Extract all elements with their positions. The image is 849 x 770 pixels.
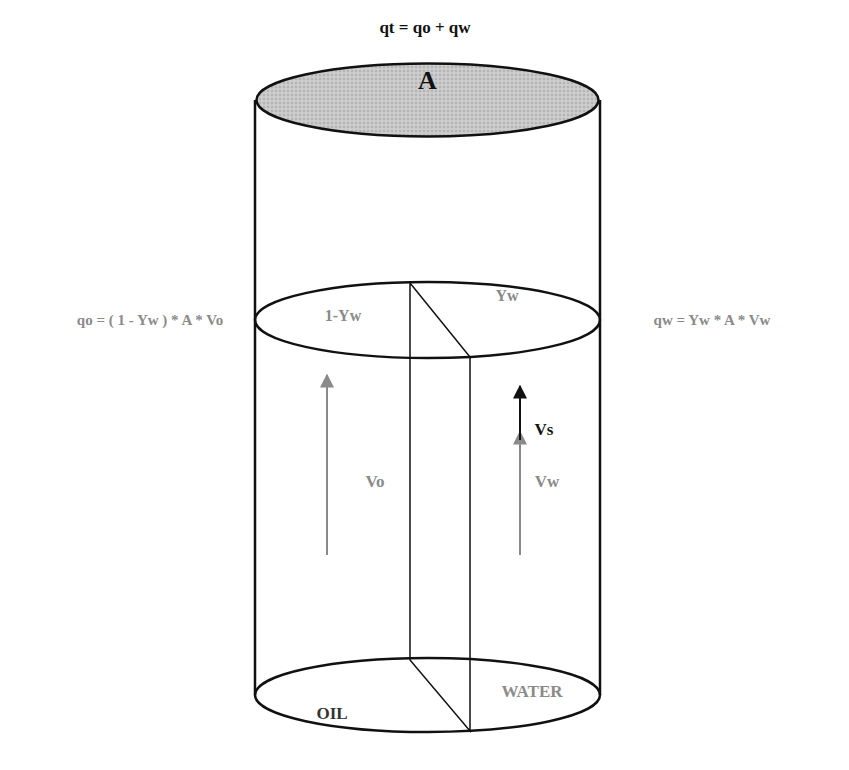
slip-velocity: Vs bbox=[535, 420, 554, 440]
water-velocity-arrow bbox=[519, 432, 521, 555]
area-symbol: A bbox=[418, 66, 437, 96]
oil-rate-formula: qo = ( 1 - Yw ) * A * Vo bbox=[77, 312, 223, 329]
oil-velocity-arrow bbox=[326, 375, 328, 555]
cylinder-wall bbox=[599, 100, 602, 695]
oil-holdup: 1-Yw bbox=[325, 307, 361, 325]
oil-phase: OIL bbox=[316, 704, 347, 724]
ellipse-shape bbox=[257, 64, 599, 137]
water-holdup: Yw bbox=[495, 287, 518, 305]
slip-velocity-arrow bbox=[519, 386, 521, 440]
water-phase: WATER bbox=[501, 682, 562, 702]
water-velocity: Vw bbox=[535, 472, 560, 492]
oil-velocity: Vo bbox=[365, 472, 384, 492]
area-ellipse: A bbox=[255, 62, 600, 138]
water-rate-formula: qw = Yw * A * Vw bbox=[654, 312, 771, 329]
cylinder-bottom bbox=[255, 658, 600, 732]
cross-section bbox=[255, 282, 600, 358]
phase-divider bbox=[410, 283, 470, 731]
cylinder-wall bbox=[254, 100, 257, 695]
diagram-title: qt = qo + qw bbox=[379, 18, 470, 38]
